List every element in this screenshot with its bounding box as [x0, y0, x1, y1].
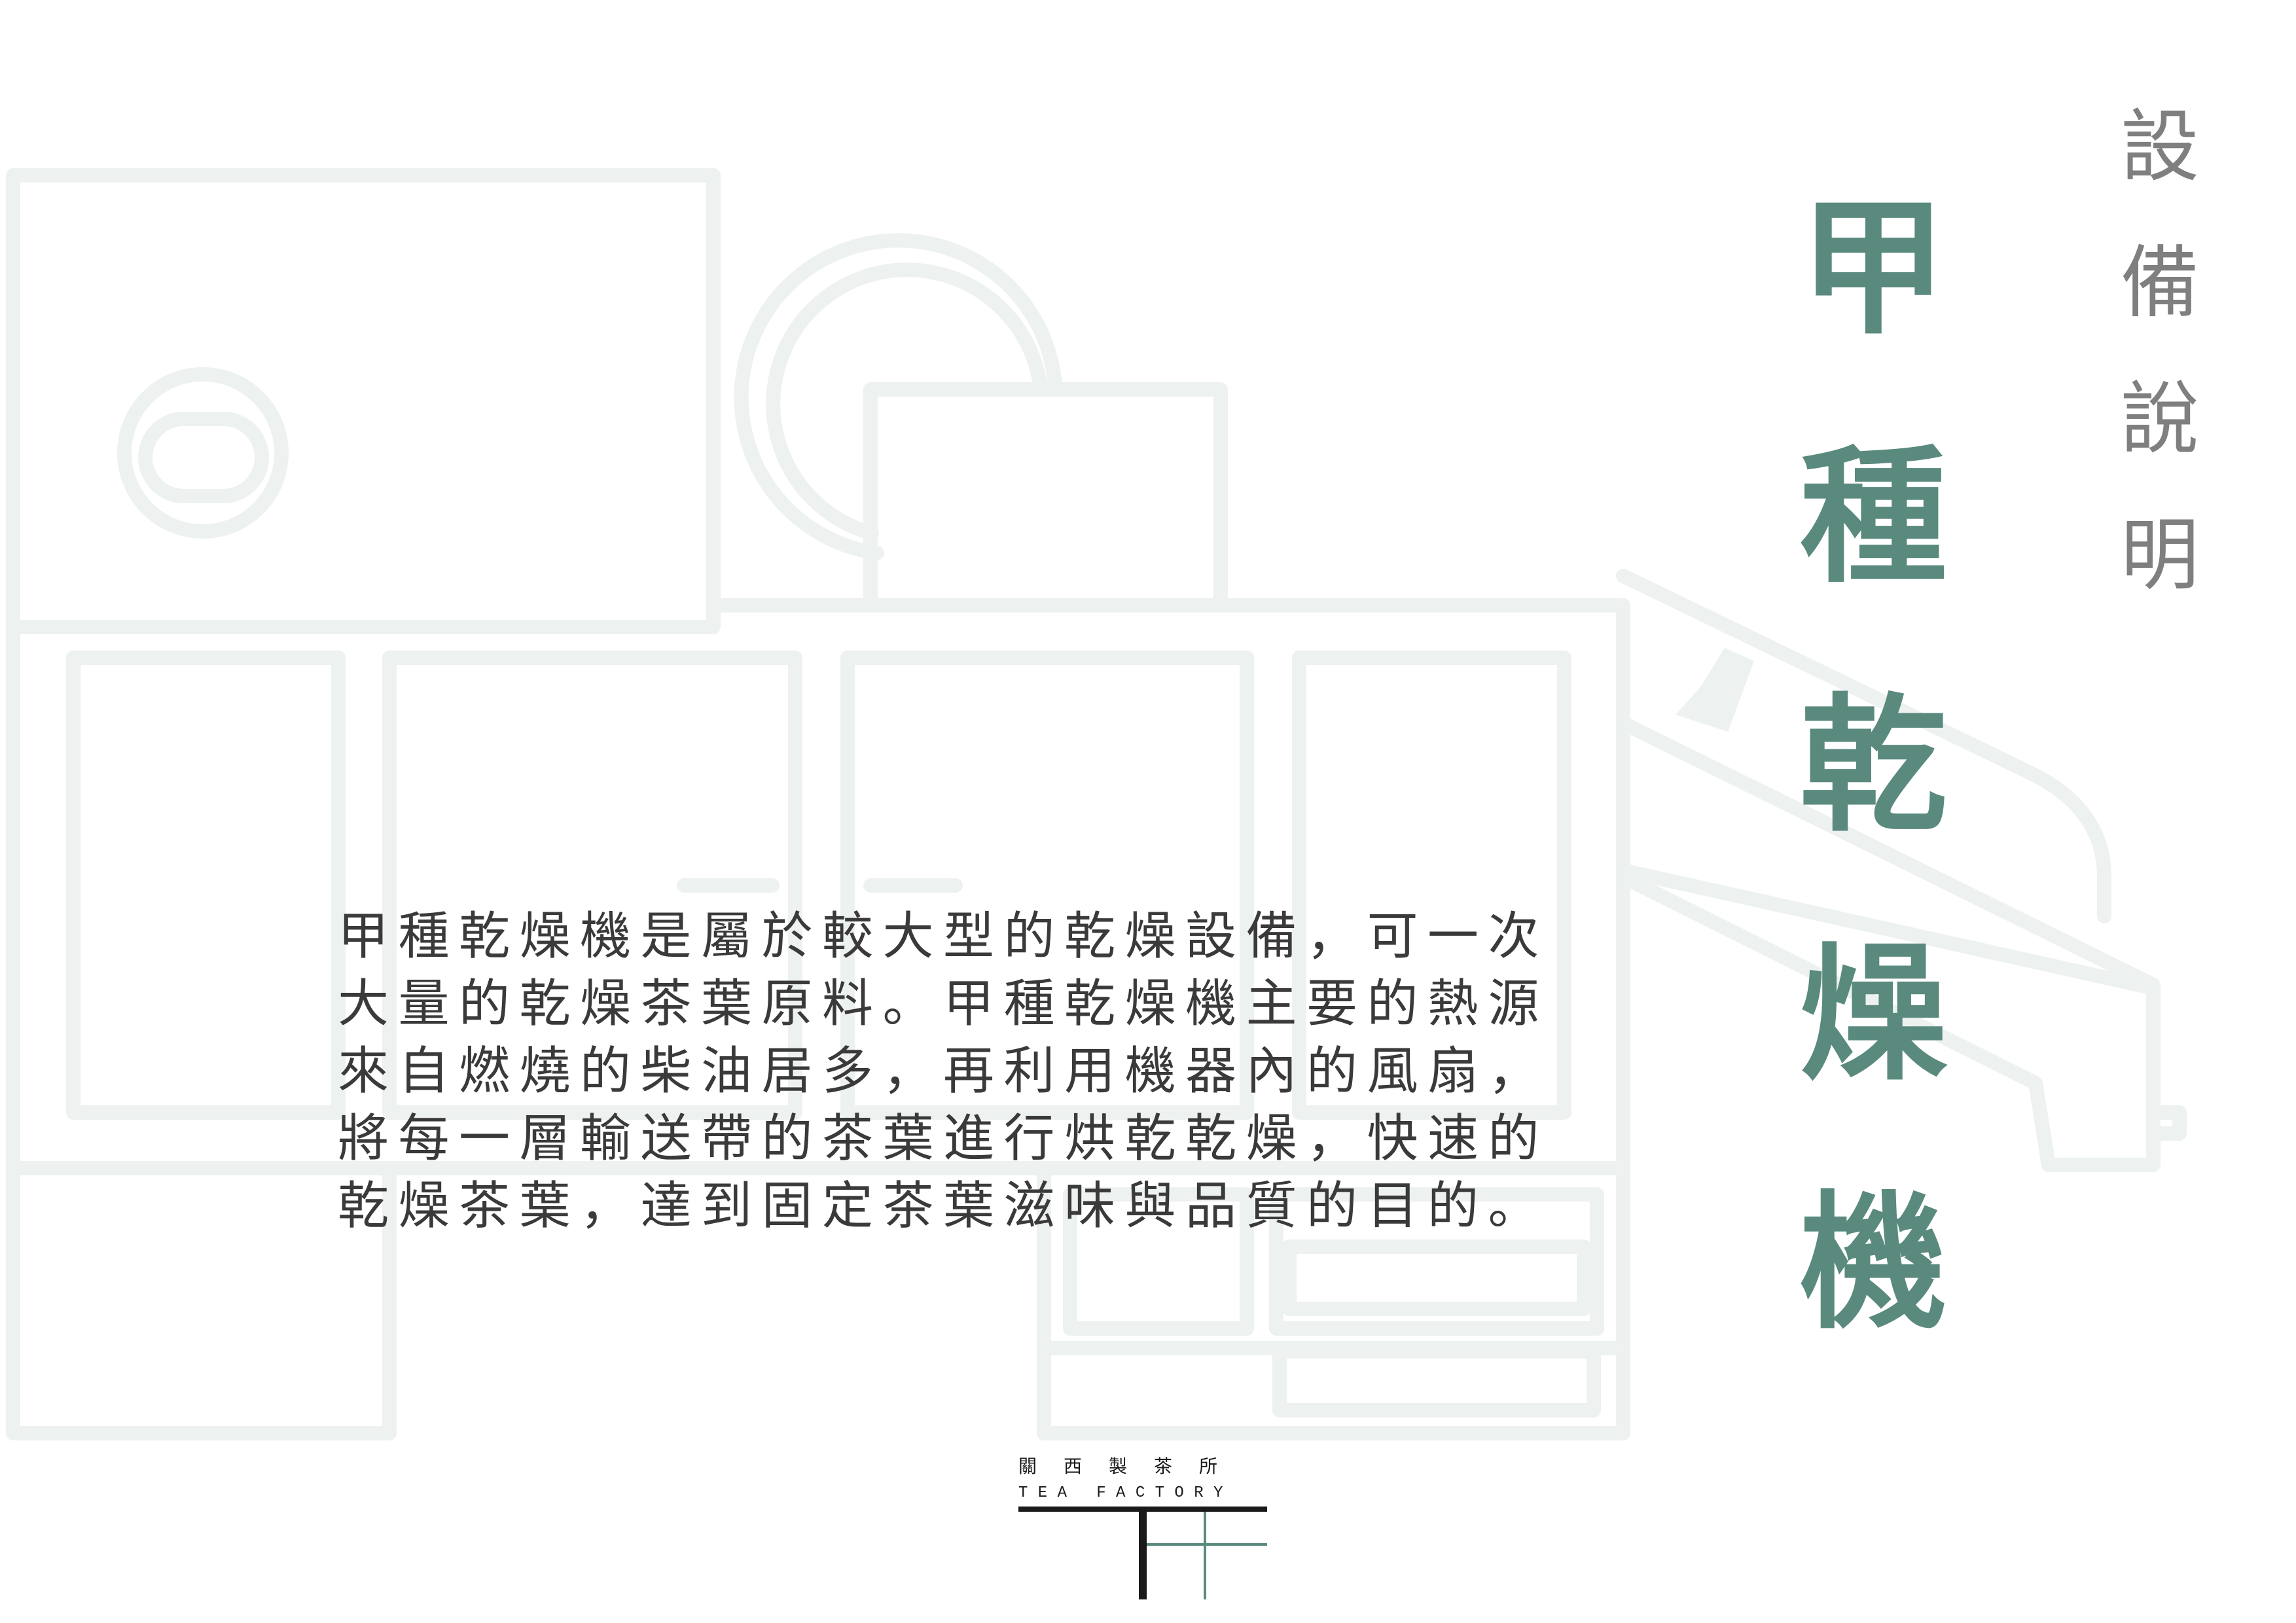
base-left [6, 1161, 397, 1440]
brand-logo: 關西製茶所 TEA FACTORY [1018, 1455, 1267, 1599]
panel-3 [840, 651, 1254, 1120]
base-compartment-1 [1063, 1187, 1254, 1336]
section-label: 設備說明 [2107, 105, 2198, 649]
panel-2 [382, 651, 802, 1120]
top-center-box [863, 382, 1228, 613]
drum-arc-inner [766, 262, 1048, 541]
conveyor-chute-bottom [1616, 863, 2161, 1172]
hopper-box [6, 168, 721, 634]
brand-name-chinese: 關西製茶所 [1018, 1455, 1245, 1477]
panel-4 [1292, 651, 1571, 1120]
base-right [1037, 1161, 1630, 1440]
chute-block [1676, 648, 1754, 732]
panel-1 [66, 651, 346, 1120]
drum-arc [734, 233, 1062, 560]
round-window-outer [117, 367, 289, 539]
conveyor-chute-rail [1616, 716, 2161, 992]
base-drawer [1272, 1344, 1601, 1418]
page-title: 甲種乾燥機 [1774, 190, 1945, 1433]
round-window-inner [138, 412, 269, 503]
chute-nozzle [2146, 1105, 2187, 1141]
brand-name-english: TEA FACTORY [1018, 1484, 1233, 1502]
description-paragraph: 甲種乾燥機是屬於較大型的乾燥設備，可一次大量的乾燥茶葉原料。甲種乾燥機主要的熱源… [338, 907, 1549, 1236]
base-drawer-inner [1282, 1240, 1591, 1316]
logo-mark-icon [1018, 1507, 1267, 1599]
base-compartment-2 [1269, 1187, 1604, 1336]
conveyor-chute-top [1616, 569, 2111, 923]
